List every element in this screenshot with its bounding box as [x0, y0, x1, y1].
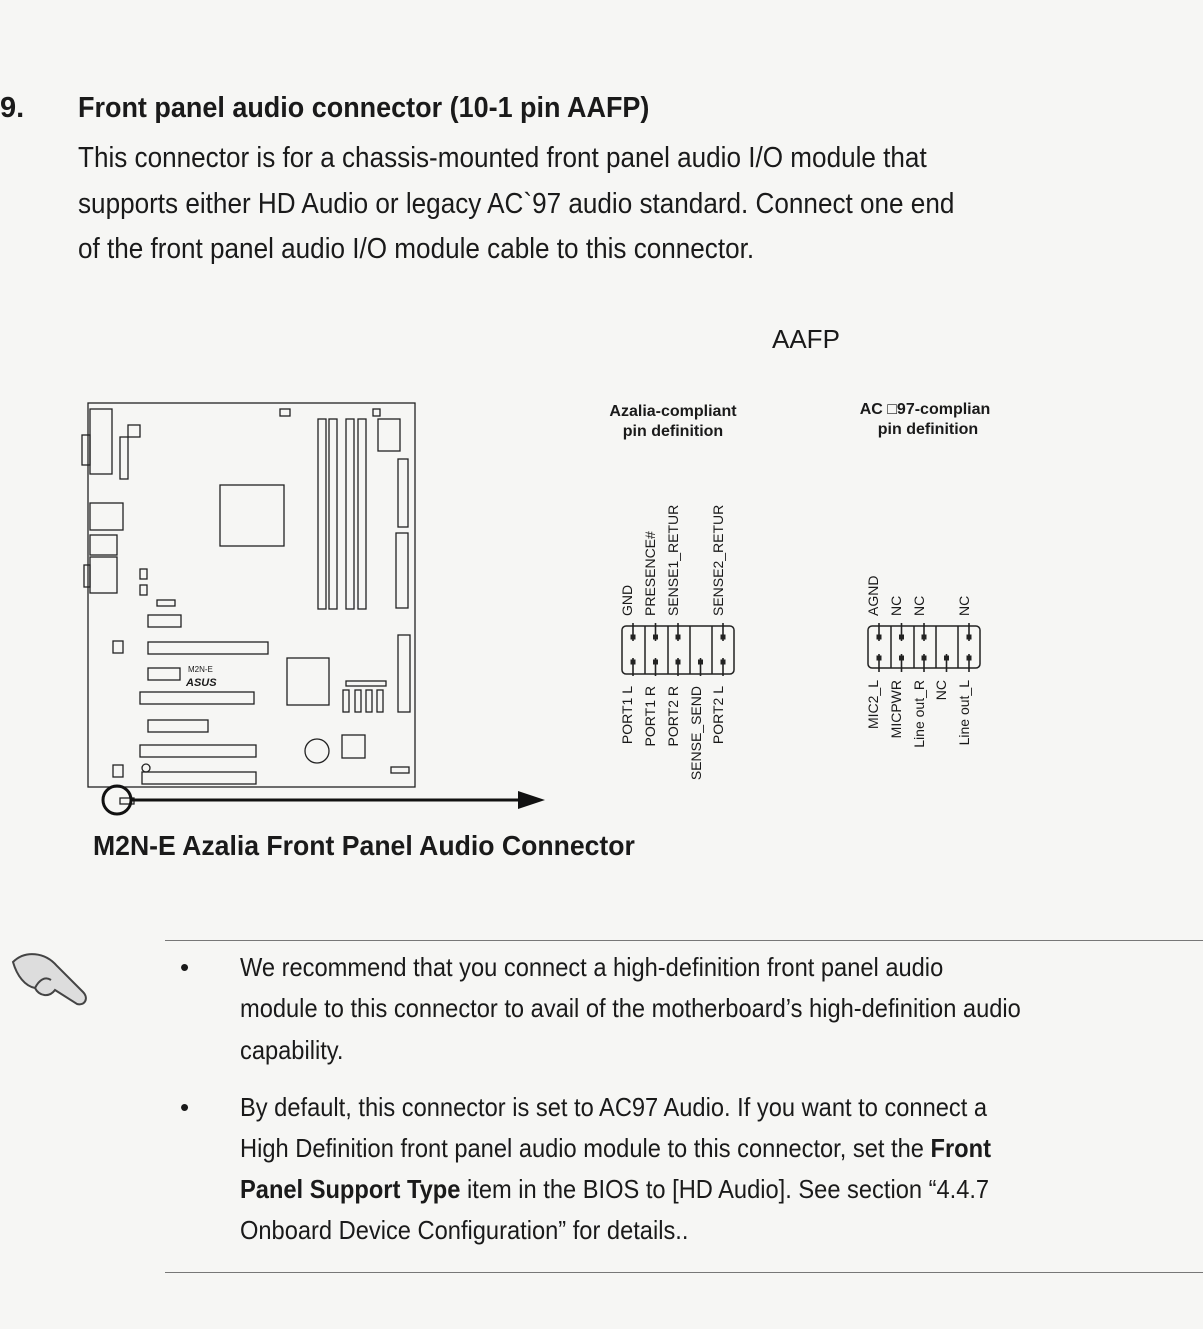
- pin: [944, 655, 949, 661]
- pin-label: NC: [911, 596, 927, 616]
- azalia-title: pin definition: [623, 423, 723, 440]
- pin-definition-diagram: Azalia-compliant pin definition AC □97-c…: [609, 401, 991, 780]
- body-line: supports either HD Audio or legacy AC`97…: [78, 188, 955, 220]
- pin-label: PORT1 R: [642, 686, 658, 746]
- bios-setting-name: Front: [930, 1133, 991, 1163]
- note-line: By default, this connector is set to AC9…: [240, 1092, 988, 1122]
- pin: [675, 634, 681, 640]
- pin: [653, 659, 658, 665]
- azalia-title: Azalia-compliant: [609, 403, 737, 420]
- bullet: •: [180, 952, 190, 982]
- pin-label: NC: [888, 596, 904, 616]
- pin: [966, 655, 972, 661]
- pointing-hand-icon: [11, 953, 87, 1006]
- asus-logo: ASUS: [185, 677, 217, 689]
- section-number: 9.: [0, 92, 25, 124]
- pin-label: MICPWR: [888, 680, 904, 738]
- pin: [630, 659, 636, 665]
- note-top-rule: [165, 940, 1203, 941]
- pin-label: NC: [933, 680, 949, 700]
- pin-label: GND: [619, 585, 635, 616]
- section-title: Front panel audio connector (10-1 pin AA…: [78, 92, 650, 124]
- pin: [698, 659, 703, 665]
- note-text: item in the BIOS to [HD Audio]. See sect…: [460, 1174, 990, 1204]
- note-text: High Definition front panel audio module…: [240, 1133, 931, 1163]
- pin-label: SENSE2_RETUR: [710, 505, 726, 616]
- pin-label: AGND: [865, 576, 881, 616]
- note-line: module to this connector to avail of the…: [240, 993, 1021, 1023]
- pin: [899, 634, 904, 640]
- pin-label: NC: [956, 596, 972, 616]
- pin-label: Line out_L: [956, 680, 972, 746]
- motherboard-diagram: M2N-E ASUS: [81, 402, 545, 816]
- pin-label: PORT1 L: [619, 686, 635, 744]
- pin: [876, 655, 882, 661]
- ac97-title: pin definition: [878, 421, 978, 438]
- pin: [899, 655, 904, 661]
- ac97-title: AC □97-complian: [860, 401, 991, 418]
- pointer-arrowhead: [518, 791, 545, 809]
- pin-label: PORT2 L: [710, 686, 726, 744]
- note-line: Panel Support Type item in the BIOS to […: [240, 1174, 989, 1205]
- bios-setting-name: Panel Support Type: [240, 1174, 461, 1204]
- pin: [720, 634, 726, 640]
- note-line: Onboard Device Configuration” for detail…: [240, 1215, 689, 1245]
- bullet: •: [180, 1092, 190, 1122]
- pin-label: SENSE1_RETUR: [665, 505, 681, 616]
- pin-label: Line out_R: [911, 680, 927, 748]
- body-line: This connector is for a chassis-mounted …: [78, 142, 927, 174]
- pin: [966, 634, 972, 640]
- pin-label: PRESENCE#: [642, 531, 658, 616]
- body-line: of the front panel audio I/O module cabl…: [78, 233, 755, 265]
- pin: [921, 655, 927, 661]
- note-line: capability.: [240, 1035, 344, 1065]
- pin: [876, 634, 882, 640]
- note-line: High Definition front panel audio module…: [240, 1133, 991, 1164]
- pin: [675, 659, 681, 665]
- pin: [720, 659, 726, 665]
- pin: [921, 634, 927, 640]
- note-line: We recommend that you connect a high-def…: [240, 952, 944, 982]
- pin: [630, 634, 636, 640]
- pin-label: SENSE_SEND: [688, 686, 704, 780]
- connector-label: AAFP: [772, 324, 840, 354]
- connector-highlight-circle: [101, 784, 133, 816]
- note-bottom-rule: [165, 1272, 1203, 1273]
- board-model-label: M2N-E: [188, 665, 213, 674]
- diagram-caption: M2N-E Azalia Front Panel Audio Connector: [93, 830, 635, 861]
- pin: [653, 634, 658, 640]
- pin-label: PORT2 R: [665, 686, 681, 746]
- pin-label: MIC2_L: [865, 680, 881, 729]
